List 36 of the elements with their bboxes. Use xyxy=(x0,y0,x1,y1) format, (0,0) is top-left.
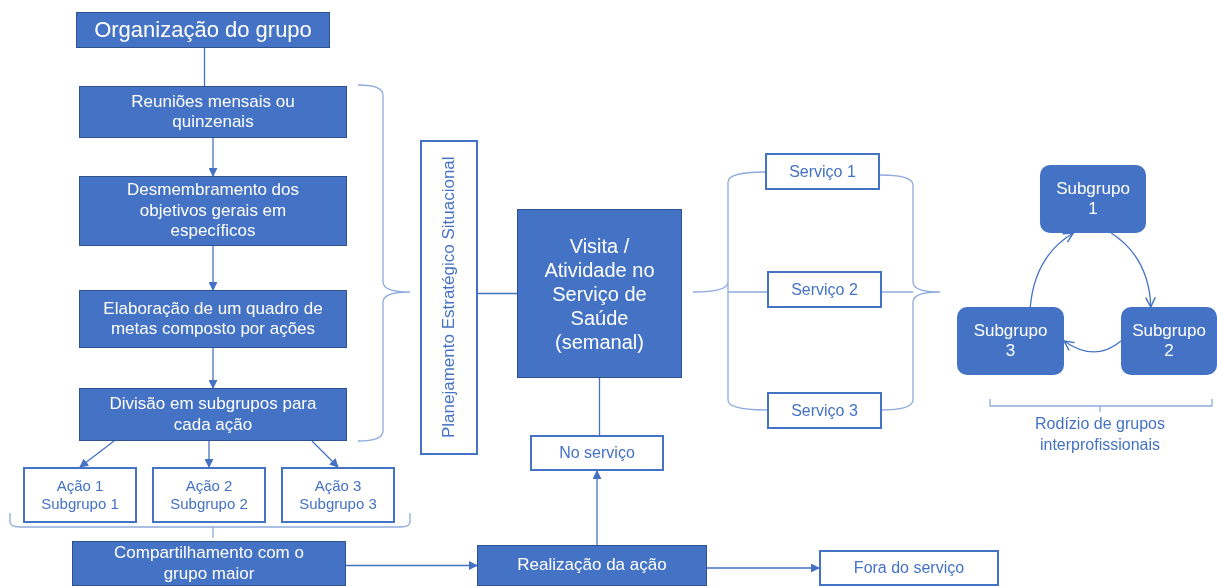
arrow xyxy=(592,470,602,546)
action-box: Ação 2 Subgrupo 2 xyxy=(152,467,266,523)
connector-line xyxy=(203,47,206,87)
subgroup-box: Subgrupo 2 xyxy=(1121,307,1217,375)
connector-line xyxy=(598,377,601,436)
subgroup-box: Subgrupo 1 xyxy=(1040,165,1146,233)
title-box: Organização do grupo xyxy=(76,12,330,48)
process-box: Elaboração de um quadro de metas composto por ações xyxy=(79,290,347,348)
arrow xyxy=(1110,232,1156,308)
arrow xyxy=(1029,232,1074,308)
process-box: Visita / Atividade no Serviço de Saúde (semanal) xyxy=(517,209,682,378)
action-box: Ação 1 Subgrupo 1 xyxy=(23,467,137,523)
connector-line xyxy=(477,292,518,295)
process-box: Divisão em subgrupos para cada ação xyxy=(79,388,347,441)
outcome-box: No serviço xyxy=(530,435,664,471)
subgroup-box: Subgrupo 3 xyxy=(957,307,1064,375)
arrow xyxy=(1063,340,1122,353)
arrow xyxy=(204,440,214,468)
arrow xyxy=(345,561,478,570)
service-box: Serviço 2 xyxy=(767,271,882,308)
arrow xyxy=(706,563,820,573)
service-box: Serviço 3 xyxy=(767,392,882,429)
arrow xyxy=(208,347,218,389)
process-box: Desmembramento dos objetivos gerais em específicos xyxy=(79,176,347,246)
action-box: Ação 3 Subgrupo 3 xyxy=(281,467,395,523)
outcome-box: Fora do serviço xyxy=(819,550,999,586)
service-box: Serviço 1 xyxy=(765,153,880,190)
arrow xyxy=(311,440,339,468)
bracket-label: Rodízio de grupos interprofissionais xyxy=(1034,414,1166,455)
process-box: Compartilhamento com o grupo maior xyxy=(72,541,346,586)
vertical-label-box: Planejamento Estratégico Situacional xyxy=(420,140,478,455)
process-box: Reuniões mensais ou quinzenais xyxy=(79,86,347,138)
arrow xyxy=(208,137,218,177)
arrow xyxy=(79,440,115,468)
process-box: Realização da ação xyxy=(477,545,707,586)
arrow xyxy=(208,245,218,291)
